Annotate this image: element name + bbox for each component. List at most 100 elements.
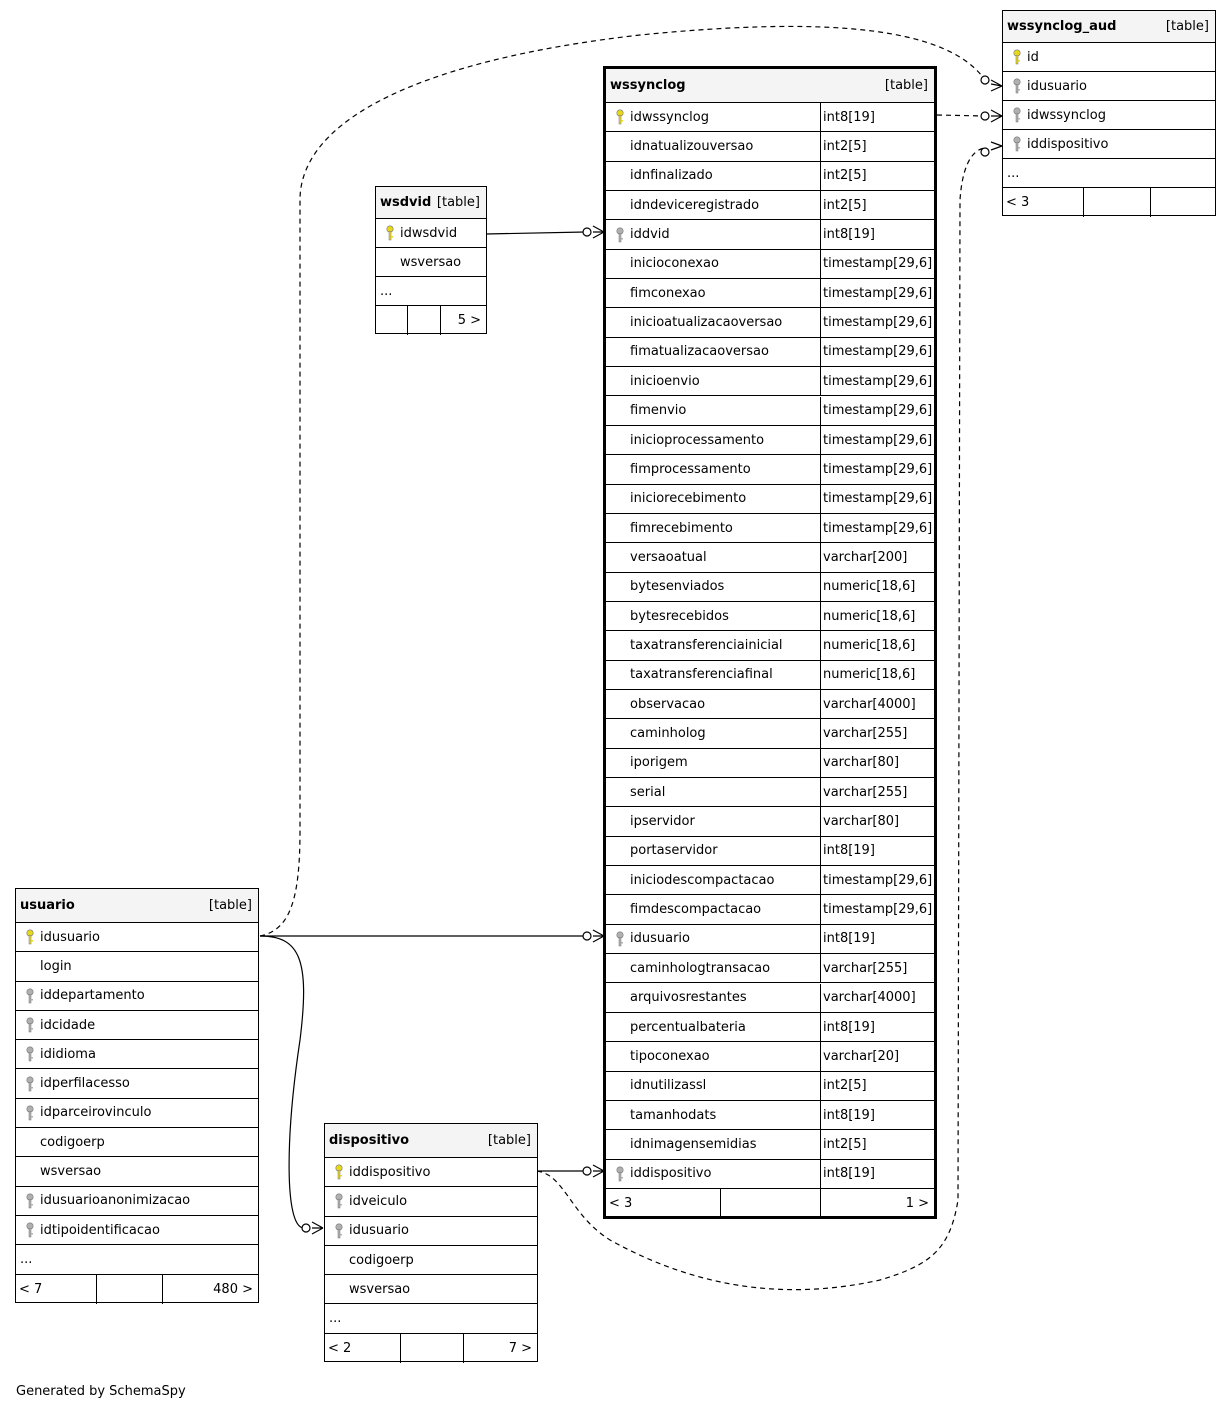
column-row[interactable]: ididioma	[16, 1040, 258, 1070]
column-row[interactable]: iddepartamento	[16, 982, 258, 1011]
column-row[interactable]: login	[16, 952, 258, 982]
column-row[interactable]: codigoerp	[16, 1128, 258, 1158]
table-header: wssynclog[table]	[606, 69, 934, 103]
table-name[interactable]: usuario	[20, 898, 75, 913]
children-count-link[interactable]: 7 >	[508, 1340, 532, 1356]
column-row[interactable]: idwssynclog	[1003, 101, 1215, 130]
column-row[interactable]: idperfilacesso	[16, 1070, 258, 1099]
table-name[interactable]: wsdvid	[380, 195, 432, 210]
more-columns-row[interactable]: ...	[16, 1245, 258, 1275]
parents-count-link[interactable]: < 3	[609, 1196, 633, 1212]
foreign-key-icon	[26, 1076, 34, 1091]
column-divider	[820, 425, 821, 455]
relationship-nav-row: < 3	[1003, 188, 1215, 217]
foreign-key-icon	[26, 1017, 34, 1033]
more-columns-row[interactable]: ...	[1003, 159, 1215, 188]
column-row[interactable]: idcidade	[16, 1011, 258, 1041]
column-row[interactable]: iddispositivo	[325, 1158, 537, 1188]
table-name[interactable]: dispositivo	[329, 1133, 410, 1148]
foreign-key-icon	[26, 1222, 34, 1238]
children-count-link[interactable]: 480 >	[213, 1281, 253, 1297]
column-row[interactable]: idveiculo	[325, 1187, 537, 1217]
more-columns-row[interactable]: ...	[376, 277, 486, 306]
table-name[interactable]: wssynclog_aud	[1007, 19, 1117, 34]
more-columns-ellipsis: ...	[329, 1311, 342, 1327]
column-type: int2[5]	[823, 197, 867, 213]
column-name: arquivosrestantes	[630, 990, 747, 1006]
children-count-link[interactable]: 5 >	[457, 313, 481, 328]
column-row[interactable]: idusuario	[1003, 72, 1215, 101]
column-name: idtipoidentificacao	[40, 1222, 160, 1238]
column-row[interactable]: wsversao	[16, 1157, 258, 1187]
more-columns-row[interactable]: ...	[325, 1305, 537, 1334]
parents-count-link[interactable]: < 3	[1006, 195, 1030, 210]
foreign-key-icon	[1013, 78, 1021, 94]
column-row[interactable]: idusuario	[325, 1217, 537, 1246]
column-row[interactable]: idtipoidentificacao	[16, 1216, 258, 1246]
table-name[interactable]: wssynclog	[610, 78, 686, 93]
table-header: wsdvid[table]	[376, 187, 486, 219]
column-row[interactable]: idusuario	[16, 923, 258, 953]
parents-count-link[interactable]: < 2	[328, 1340, 352, 1356]
column-row[interactable]: wsversao	[376, 248, 486, 277]
column-name: idwssynclog	[1027, 107, 1106, 123]
children-count-link[interactable]: 1 >	[905, 1196, 929, 1212]
column-row[interactable]: codigoerp	[325, 1246, 537, 1276]
column-row[interactable]: id	[1003, 43, 1215, 72]
column-row[interactable]: idusuarioanonimizacao	[16, 1187, 258, 1216]
column-name: bytesrecebidos	[630, 608, 729, 624]
column-divider	[820, 807, 821, 836]
edge-end-circle	[301, 1223, 311, 1233]
nav-divider	[96, 1274, 97, 1304]
column-row[interactable]: idwsdvid	[376, 219, 486, 248]
column-row[interactable]: wsversao	[325, 1275, 537, 1305]
column-divider	[820, 836, 821, 866]
column-row[interactable]: iddispositivo	[1003, 130, 1215, 159]
column-name: idnutilizassl	[630, 1078, 707, 1094]
column-row[interactable]: idparceirovinculo	[16, 1099, 258, 1129]
parents-count-link[interactable]: < 7	[19, 1281, 43, 1297]
